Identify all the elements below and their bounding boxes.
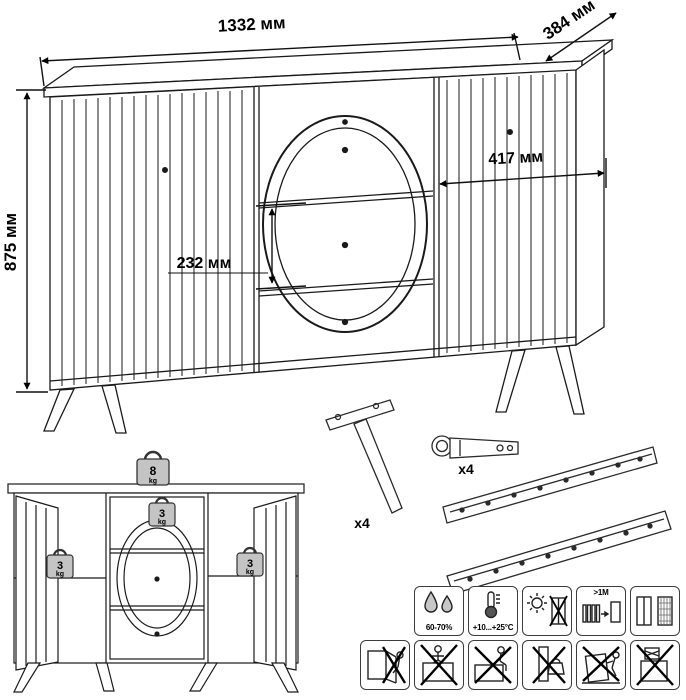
- main-drawing-canvas: 1332 мм 384 мм 875 мм 417 мм 232 мм: [1, 0, 617, 434]
- left-shelf-load-unit: kg: [56, 571, 64, 578]
- weight-limit-top: 8 kg: [136, 450, 170, 486]
- no-step-on-open-door-icon: [360, 640, 410, 690]
- top-drawer-knob: [341, 146, 349, 154]
- open-right-door: [253, 495, 297, 671]
- bottom-drawer-knob: [341, 318, 349, 326]
- drawer-height-dimension-label: 232 мм: [177, 255, 232, 272]
- depth-dimension-label: 384 мм: [539, 0, 598, 44]
- hinge-qty-label: x4: [458, 461, 474, 477]
- cabinet-spacing-icon: [630, 586, 680, 636]
- weight-limit-right-shelf: 3 kg: [236, 546, 264, 577]
- weight-limit-left-shelf: 3 kg: [46, 548, 74, 579]
- inner-width-dimension-label: 417 мм: [488, 149, 544, 169]
- cabinet-legs: [43, 345, 585, 434]
- left-shelf-load-value: 3: [57, 560, 63, 572]
- left-door: [61, 90, 243, 386]
- right-door: [446, 73, 568, 353]
- humidity-icon: 60-70%: [414, 586, 464, 636]
- middle-load-value: 3: [159, 508, 165, 520]
- dimension-inner-width: 417 мм: [439, 149, 607, 188]
- no-climbing-icon: [414, 640, 464, 690]
- care-icons-row-1: 60-70% +10...+25°C: [414, 586, 680, 636]
- no-dragging-icon: [576, 640, 626, 690]
- heater-distance-icon: >1M: [576, 586, 626, 636]
- right-door-knob: [507, 129, 513, 135]
- height-dimension-label: 875 мм: [1, 213, 20, 271]
- no-load-on-door-icon: [522, 640, 572, 690]
- sideboard-perspective-view: [41, 38, 615, 434]
- leg-detail: x4: [325, 399, 403, 531]
- hinge-detail: x4: [431, 435, 519, 477]
- open-view-cabinet: [7, 483, 305, 693]
- open-view-center-drawers: [109, 496, 205, 660]
- dimension-drawer-height: 232 мм: [168, 202, 307, 290]
- right-shelf-load-value: 3: [247, 558, 253, 570]
- temperature-icon: +10...+25°C: [468, 586, 518, 636]
- care-icons-grid: 60-70% +10...+25°C: [360, 586, 680, 690]
- top-load-value: 8: [150, 464, 157, 478]
- no-heavy-objects-icon: [630, 640, 680, 690]
- care-icons-row-2: [360, 640, 680, 690]
- hardware-canvas: x4 x4: [325, 399, 672, 595]
- dimension-width: 1332 мм: [39, 13, 521, 87]
- weight-limit-middle: 3 kg: [148, 496, 176, 527]
- leg-qty-label: x4: [354, 515, 370, 531]
- dimension-height: 875 мм: [1, 89, 48, 393]
- drawer-slides: [442, 446, 672, 595]
- drawer-slide-lower: [446, 510, 672, 595]
- left-door-knob: [162, 167, 168, 173]
- humidity-label: 60-70%: [425, 623, 453, 632]
- drawer-slide-upper: [442, 446, 658, 524]
- top-load-unit: kg: [149, 478, 157, 485]
- open-left-door: [15, 495, 59, 671]
- center-drawers: [258, 115, 434, 333]
- width-dimension-label: 1332 мм: [217, 13, 286, 36]
- no-direct-sunlight-icon: [522, 586, 572, 636]
- oval-bolt: [342, 119, 348, 125]
- heater-distance-label: >1M: [593, 588, 609, 597]
- middle-drawer-knob: [341, 241, 349, 249]
- open-view-canvas: 8 kg 3 kg 3 kg 3 kg: [7, 450, 305, 693]
- right-shelf-load-unit: kg: [246, 569, 254, 576]
- no-sitting-icon: [468, 640, 518, 690]
- middle-load-unit: kg: [158, 519, 166, 526]
- temperature-label: +10...+25°C: [472, 623, 514, 632]
- open-view-legs: [13, 662, 299, 693]
- cabinet-body: [49, 48, 605, 391]
